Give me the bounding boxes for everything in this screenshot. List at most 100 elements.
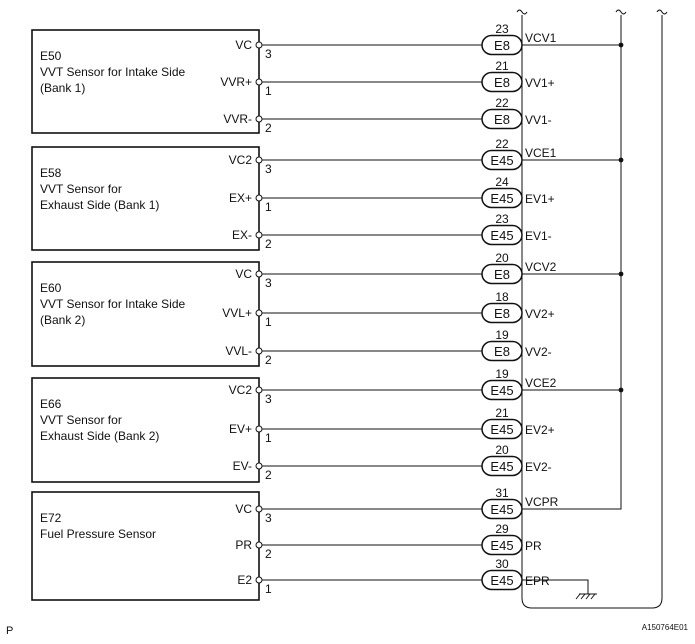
- ecu-pin-number: 22: [495, 96, 509, 110]
- pin-number: 2: [265, 468, 272, 482]
- signal-label: VCE2: [525, 376, 557, 390]
- sensor-name-line: VVT Sensor for Intake Side: [40, 65, 186, 79]
- pin-number: 1: [265, 200, 272, 214]
- connector-label: E45: [490, 383, 513, 398]
- connector-label: E8: [494, 38, 510, 53]
- pin-circle: [255, 386, 263, 394]
- ecu-pin-number: 21: [495, 59, 509, 73]
- vc-bus: [522, 15, 622, 510]
- connector-label: E45: [490, 573, 513, 588]
- ecu-pin-number: 19: [495, 328, 509, 342]
- connector-label: E8: [494, 112, 510, 127]
- pin-number: 3: [265, 276, 272, 290]
- signal-label: VCV1: [525, 31, 557, 45]
- sensor-name-line: (Bank 1): [40, 81, 85, 95]
- sensor-name-line: Fuel Pressure Sensor: [40, 527, 156, 541]
- ecu-pin-number: 30: [495, 557, 509, 571]
- signal-label: VV1+: [525, 76, 555, 90]
- wires: VC3E823VCV1VVR+1E821VV1+VVR-2E822VV1-VC2…: [220, 22, 624, 596]
- sensor-box: [31, 146, 260, 251]
- ecu-pin-number: 20: [495, 251, 509, 265]
- sensor-code: E50: [40, 49, 62, 63]
- pin-number: 2: [265, 547, 272, 561]
- figure-id: A150764E01: [642, 623, 689, 632]
- pin-number: 3: [265, 162, 272, 176]
- ecu-pin-number: 29: [495, 522, 509, 536]
- terminal-label: VC: [235, 502, 252, 516]
- signal-label: VV1-: [525, 113, 552, 127]
- pin-circle: [255, 78, 263, 86]
- ecu-pin-number: 31: [495, 486, 509, 500]
- sensor-name-line: VVT Sensor for: [40, 413, 122, 427]
- pin-circle: [255, 425, 263, 433]
- ecu-pin-number: 23: [495, 22, 509, 36]
- ecu-boundary: [521, 15, 663, 609]
- ground-hatch: [580, 593, 586, 600]
- pin-circle: [255, 505, 263, 513]
- signal-label: PR: [525, 539, 542, 553]
- ground-hatch: [585, 593, 591, 600]
- pin-circle: [255, 309, 263, 317]
- ecu-pin-number: 19: [495, 367, 509, 381]
- connector-label: E45: [490, 191, 513, 206]
- pin-number: 3: [265, 47, 272, 61]
- pin-circle: [255, 115, 263, 123]
- connector-label: E8: [494, 75, 510, 90]
- sensor-name-line: Exhaust Side (Bank 1): [40, 198, 159, 212]
- connector-label: E8: [494, 306, 510, 321]
- terminal-label: VVL-: [225, 344, 252, 358]
- ground-hatch: [590, 593, 596, 600]
- sensor-name-line: (Bank 2): [40, 313, 85, 327]
- connector-label: E8: [494, 344, 510, 359]
- signal-label: EV1-: [525, 229, 552, 243]
- terminal-label: VVR-: [223, 112, 252, 126]
- ecu-pin-number: 22: [495, 137, 509, 151]
- terminal-label: EV-: [233, 459, 252, 473]
- pin-number: 3: [265, 511, 272, 525]
- pin-circle: [255, 541, 263, 549]
- sensor-box: [31, 377, 260, 483]
- pin-number: 1: [265, 582, 272, 596]
- signal-label: VCE1: [525, 146, 557, 160]
- sensor-box: [31, 261, 260, 367]
- terminal-label: VC2: [229, 383, 253, 397]
- signal-label: VV2+: [525, 307, 555, 321]
- footer-left-mark: P: [6, 625, 13, 637]
- terminal-label: EV+: [229, 422, 252, 436]
- pin-number: 2: [265, 121, 272, 135]
- terminal-label: PR: [235, 538, 252, 552]
- pin-circle: [255, 231, 263, 239]
- terminal-label: VC2: [229, 153, 253, 167]
- pin-circle: [255, 462, 263, 470]
- ground-hatch: [575, 593, 581, 600]
- connector-label: E45: [490, 459, 513, 474]
- ecu-pin-number: 24: [495, 175, 509, 189]
- terminal-label: E2: [237, 573, 252, 587]
- terminal-label: VVR+: [220, 75, 252, 89]
- sensor-code: E66: [40, 397, 62, 411]
- connector-label: E45: [490, 422, 513, 437]
- signal-label: VCPR: [525, 495, 559, 509]
- sensor-name-line: Exhaust Side (Bank 2): [40, 429, 159, 443]
- sensor-name-line: VVT Sensor for: [40, 182, 122, 196]
- signal-label: VCV2: [525, 260, 557, 274]
- break-mark: [516, 9, 528, 15]
- pin-number: 1: [265, 315, 272, 329]
- pin-number: 1: [265, 431, 272, 445]
- pin-circle: [255, 270, 263, 278]
